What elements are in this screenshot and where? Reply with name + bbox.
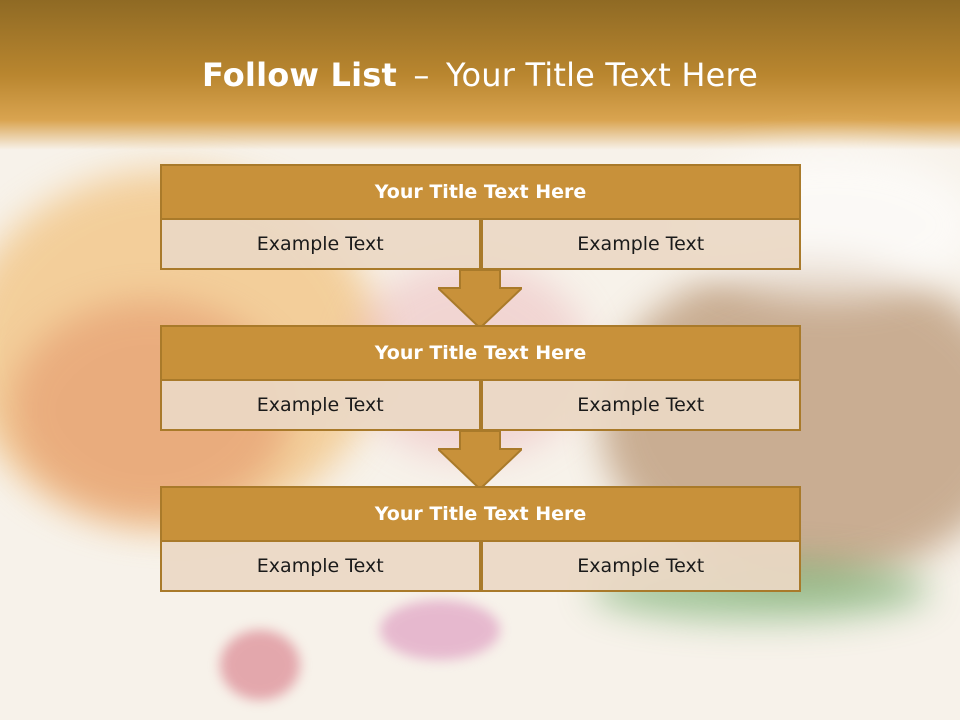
header-band (0, 0, 960, 150)
list-block-cell-right[interactable]: Example Text (480, 220, 801, 270)
list-block-cell-left[interactable]: Example Text (160, 220, 481, 270)
list-block-3: Your Title Text Here Example Text Exampl… (160, 486, 801, 592)
list-block-cell-left[interactable]: Example Text (160, 381, 481, 431)
list-block-cell-right[interactable]: Example Text (480, 542, 801, 592)
list-block-2: Your Title Text Here Example Text Exampl… (160, 325, 801, 431)
petal-right-shape (380, 600, 500, 660)
slide-title: Follow List – Your Title Text Here (0, 56, 960, 94)
list-block-title[interactable]: Your Title Text Here (160, 325, 801, 381)
list-block-title[interactable]: Your Title Text Here (160, 486, 801, 542)
list-block-title[interactable]: Your Title Text Here (160, 164, 801, 220)
down-arrow-icon (438, 431, 522, 489)
slide-title-rest: Your Title Text Here (446, 56, 759, 94)
slide-title-bold: Follow List (201, 56, 398, 94)
petal-left-shape (220, 630, 300, 700)
down-arrow-icon (438, 270, 522, 328)
list-block-cell-left[interactable]: Example Text (160, 542, 481, 592)
list-block-1: Your Title Text Here Example Text Exampl… (160, 164, 801, 270)
slide-title-separator: – (413, 56, 430, 94)
list-block-cell-right[interactable]: Example Text (480, 381, 801, 431)
